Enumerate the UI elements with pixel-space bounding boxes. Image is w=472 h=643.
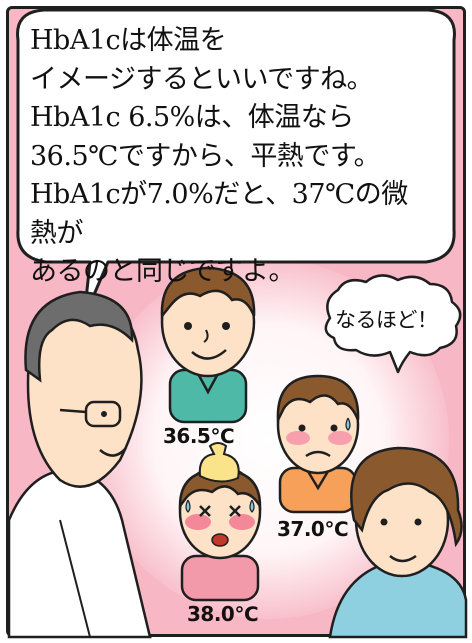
temperature-label-normal: 36.5℃ (163, 424, 235, 448)
mother (328, 446, 468, 639)
speech-bubble-main-text: HbA1cは体温を イメージするといいですね。 HbA1c 6.5%は、体温なら… (30, 25, 408, 287)
doctor (7, 290, 152, 639)
boy-fever (178, 442, 262, 602)
temperature-label-slight-fever: 37.0℃ (277, 517, 349, 541)
speech-bubble-main (16, 8, 456, 320)
speech-bubble-small-text: なるほど！ (335, 308, 438, 332)
temperature-label-fever: 38.0℃ (187, 602, 259, 626)
boy-slight-fever (276, 374, 360, 514)
speech-bubble-small (324, 274, 462, 374)
boy-normal-temperature (160, 266, 256, 424)
